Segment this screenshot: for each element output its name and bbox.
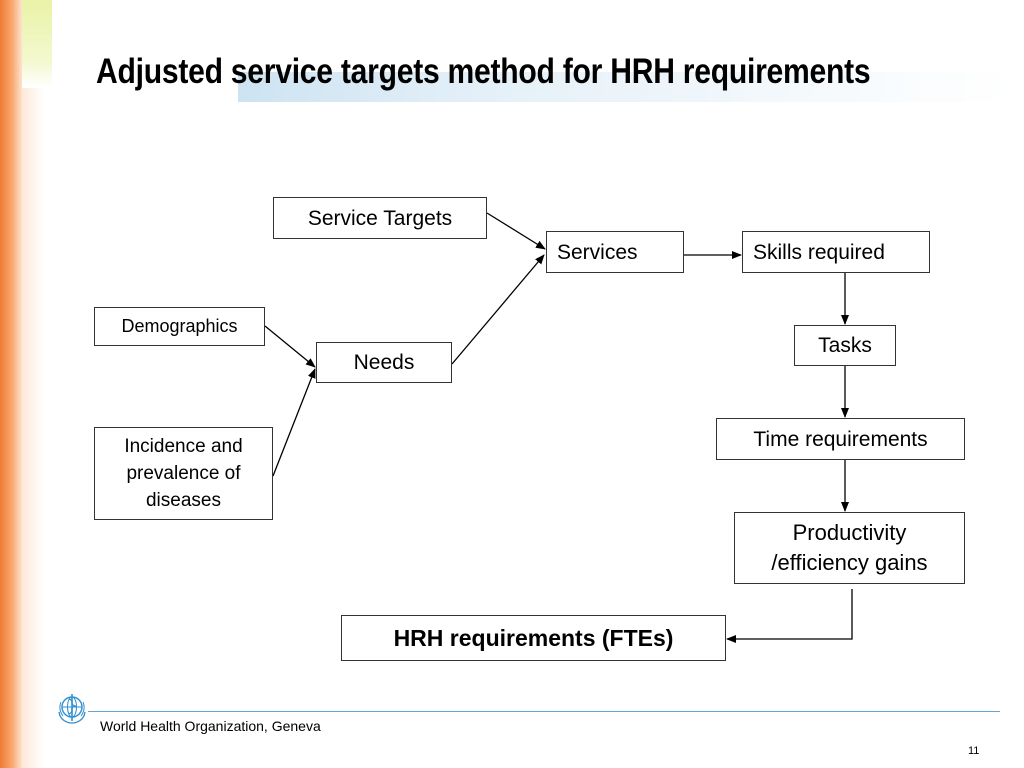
node-tasks-label: Tasks <box>818 334 872 357</box>
node-time-requirements-label: Time requirements <box>753 427 928 451</box>
corner-accent-block <box>22 0 52 88</box>
node-productivity-line-1: Productivity <box>792 520 907 545</box>
node-incidence-text: Incidence and prevalence of diseases <box>124 433 242 514</box>
edge-service-targets-to-services <box>486 212 546 250</box>
edge-needs-to-services <box>451 254 545 365</box>
edge-productivity-to-hrh <box>726 589 853 643</box>
node-time-requirements: Time requirements <box>716 418 965 460</box>
node-demographics: Demographics <box>94 307 265 346</box>
node-productivity-text: Productivity /efficiency gains <box>771 518 927 578</box>
edge-demographics-to-needs <box>264 325 316 368</box>
left-accent-bar <box>0 0 22 768</box>
node-hrh-requirements: HRH requirements (FTEs) <box>341 615 726 661</box>
node-services: Services <box>546 231 684 273</box>
node-service-targets: Service Targets <box>273 197 487 239</box>
node-productivity: Productivity /efficiency gains <box>734 512 965 584</box>
node-hrh-requirements-label: HRH requirements (FTEs) <box>393 624 674 651</box>
node-tasks: Tasks <box>794 325 896 366</box>
node-services-label: Services <box>557 240 638 264</box>
page-number: 11 <box>968 745 980 757</box>
footer-organization: World Health Organization, Geneva <box>100 718 321 734</box>
node-skills-required-label: Skills required <box>753 240 885 264</box>
edge-incidence-to-needs <box>272 368 316 477</box>
slide-title: Adjusted service targets method for HRH … <box>96 52 871 91</box>
node-incidence-line-3: diseases <box>145 490 221 511</box>
node-productivity-line-2: /efficiency gains <box>771 550 928 575</box>
node-incidence-line-2: prevalence of <box>126 463 241 484</box>
footer-divider <box>88 711 1000 712</box>
node-incidence-line-1: Incidence and <box>124 436 243 457</box>
left-accent-fade <box>22 0 44 768</box>
node-demographics-label: Demographics <box>121 316 238 336</box>
node-service-targets-label: Service Targets <box>307 206 453 230</box>
node-skills-required: Skills required <box>742 231 930 273</box>
title-stripe-gap <box>52 68 238 102</box>
who-emblem-icon <box>58 694 86 724</box>
node-incidence-prevalence: Incidence and prevalence of diseases <box>94 427 273 520</box>
node-needs: Needs <box>316 342 452 383</box>
node-needs-label: Needs <box>353 351 415 374</box>
